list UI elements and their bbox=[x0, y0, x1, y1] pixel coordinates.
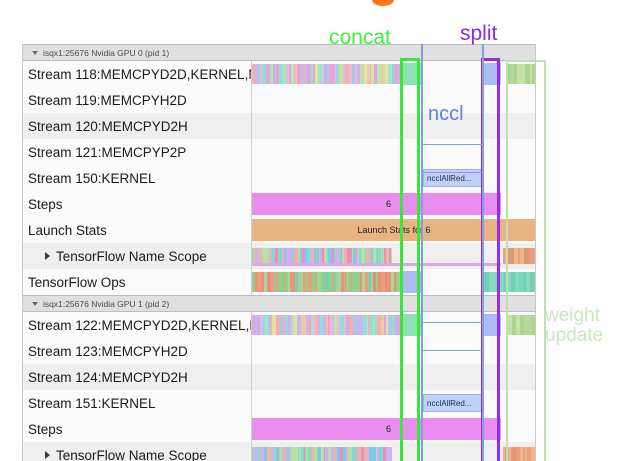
timeline-span[interactable] bbox=[401, 314, 421, 336]
track-label-text: TensorFlow Name Scope bbox=[56, 447, 207, 461]
nccl-allreduce-span[interactable]: ncclAllRed... bbox=[423, 169, 483, 187]
timeline-bar-strip[interactable] bbox=[508, 315, 535, 335]
track-lane[interactable] bbox=[251, 269, 535, 295]
step-number-label: 6 bbox=[385, 424, 391, 434]
process-group-title: isqx1:25676 Nvidia GPU 0 (pid 1) bbox=[43, 47, 170, 58]
track-label[interactable]: Stream 121:MEMCPYP2P bbox=[28, 144, 187, 160]
annotation-label-concat: concat bbox=[329, 26, 391, 49]
track-row[interactable]: Steps 6 bbox=[23, 191, 535, 217]
track-label[interactable]: Stream 124:MEMCPYD2H bbox=[28, 369, 188, 385]
track-lane[interactable]: Launch Stats for 6 bbox=[251, 217, 535, 243]
timeline-span[interactable] bbox=[482, 63, 501, 85]
track-row[interactable]: TensorFlow Name Scope bbox=[23, 243, 535, 269]
track-label[interactable]: Stream 150:KERNEL bbox=[28, 170, 156, 186]
track-label[interactable]: Stream 119:MEMCPYH2D bbox=[28, 92, 187, 108]
track-row[interactable]: Stream 150:KERNEL ncclAllRed... bbox=[23, 165, 535, 191]
nccl-guide-line-right bbox=[482, 44, 484, 461]
nccl-highlight-rect-gpu1 bbox=[421, 322, 483, 351]
nccl-highlight-rect-gpu0 bbox=[421, 144, 483, 173]
track-row[interactable]: Stream 120:MEMCPYD2H bbox=[23, 113, 535, 139]
timeline-span[interactable]: Launch Stats for 6 bbox=[252, 219, 535, 241]
track-label[interactable]: Stream 122:MEMCPYD2D,KERNEL,MI bbox=[28, 317, 251, 333]
timeline-bar-strip[interactable] bbox=[252, 248, 393, 264]
track-label[interactable]: Launch Stats bbox=[28, 222, 107, 238]
annotation-label-split: split bbox=[460, 22, 498, 45]
track-lane[interactable]: ncclAllRed... bbox=[251, 390, 535, 416]
track-row[interactable]: Stream 119:MEMCPYH2D bbox=[23, 87, 535, 113]
process-group-title: isqx1:25676 Nvidia GPU 1 (pid 2) bbox=[43, 298, 170, 309]
track-row[interactable]: TensorFlow Ops bbox=[23, 269, 535, 295]
orange-blob-icon bbox=[372, 0, 394, 6]
track-label[interactable]: Stream 120:MEMCPYD2H bbox=[28, 118, 188, 134]
timeline-bar-strip[interactable] bbox=[508, 64, 535, 84]
track-lane[interactable] bbox=[251, 364, 535, 390]
timeline-bar-strip[interactable] bbox=[252, 447, 393, 461]
timeline-span[interactable] bbox=[252, 418, 501, 440]
track-lane[interactable]: 6 bbox=[251, 191, 535, 217]
timeline-bar-strip[interactable] bbox=[252, 64, 401, 84]
concat-highlight-rect bbox=[400, 58, 420, 461]
timeline-span[interactable] bbox=[252, 193, 501, 215]
weight-update-highlight-rect bbox=[506, 60, 546, 461]
name-scope-underline bbox=[252, 263, 501, 266]
track-row[interactable]: Steps 6 bbox=[23, 416, 535, 442]
track-label[interactable]: Steps bbox=[28, 196, 63, 212]
timeline-span[interactable] bbox=[401, 63, 421, 85]
track-label[interactable]: Steps bbox=[28, 421, 63, 437]
process-group-header[interactable]: isqx1:25676 Nvidia GPU 0 (pid 1) bbox=[23, 44, 535, 61]
track-row[interactable]: Stream 124:MEMCPYD2H bbox=[23, 364, 535, 390]
nccl-allreduce-span[interactable]: ncclAllRed... bbox=[423, 394, 483, 412]
chevron-right-icon[interactable] bbox=[45, 251, 50, 260]
track-lane[interactable]: ncclAllRed... bbox=[251, 165, 535, 191]
timeline-bar-strip[interactable] bbox=[483, 272, 535, 292]
track-row[interactable]: Launch Stats Launch Stats for 6 bbox=[23, 217, 535, 243]
track-lane[interactable] bbox=[251, 87, 535, 113]
trace-viewer-panel[interactable]: isqx1:25676 Nvidia GPU 0 (pid 1) Stream 1… bbox=[22, 44, 536, 461]
timeline-span[interactable] bbox=[401, 271, 421, 293]
timeline-bar-strip[interactable] bbox=[252, 272, 401, 292]
track-lane[interactable] bbox=[251, 61, 535, 87]
chevron-down-icon[interactable] bbox=[32, 301, 38, 306]
track-row[interactable]: Stream 122:MEMCPYD2D,KERNEL,MI bbox=[23, 312, 535, 338]
track-label-text: TensorFlow Name Scope bbox=[56, 248, 207, 264]
process-group-header[interactable]: isqx1:25676 Nvidia GPU 1 (pid 2) bbox=[23, 295, 535, 312]
track-row[interactable]: TensorFlow Name Scope bbox=[23, 442, 535, 461]
chevron-right-icon[interactable] bbox=[45, 450, 50, 459]
track-label[interactable]: Stream 151:KERNEL bbox=[28, 395, 156, 411]
track-label[interactable]: TensorFlow Name Scope bbox=[23, 249, 251, 264]
track-lane[interactable] bbox=[251, 338, 535, 364]
chevron-down-icon[interactable] bbox=[32, 50, 38, 55]
track-label[interactable]: TensorFlow Ops bbox=[28, 274, 126, 290]
timeline-bar-strip[interactable] bbox=[252, 315, 401, 335]
track-lane[interactable] bbox=[251, 312, 535, 338]
annotation-label-nccl: nccl bbox=[428, 103, 464, 125]
track-row[interactable]: Stream 118:MEMCPYD2D,KERNEL,ME bbox=[23, 61, 535, 87]
track-label[interactable]: TensorFlow Name Scope bbox=[23, 448, 251, 461]
nccl-guide-line-left bbox=[421, 44, 423, 461]
track-lane[interactable]: 6 bbox=[251, 416, 535, 442]
track-label[interactable]: Stream 123:MEMCPYH2D bbox=[28, 343, 188, 359]
track-lane[interactable] bbox=[251, 113, 535, 139]
step-number-label: 6 bbox=[385, 199, 391, 209]
track-row[interactable]: Stream 121:MEMCPYP2P bbox=[23, 139, 535, 165]
track-lane[interactable] bbox=[251, 243, 535, 269]
track-row[interactable]: Stream 151:KERNEL ncclAllRed... bbox=[23, 390, 535, 416]
timeline-span[interactable] bbox=[482, 314, 501, 336]
track-lane[interactable] bbox=[251, 139, 535, 165]
track-label[interactable]: Stream 118:MEMCPYD2D,KERNEL,ME bbox=[28, 66, 251, 82]
track-row[interactable]: Stream 123:MEMCPYH2D bbox=[23, 338, 535, 364]
